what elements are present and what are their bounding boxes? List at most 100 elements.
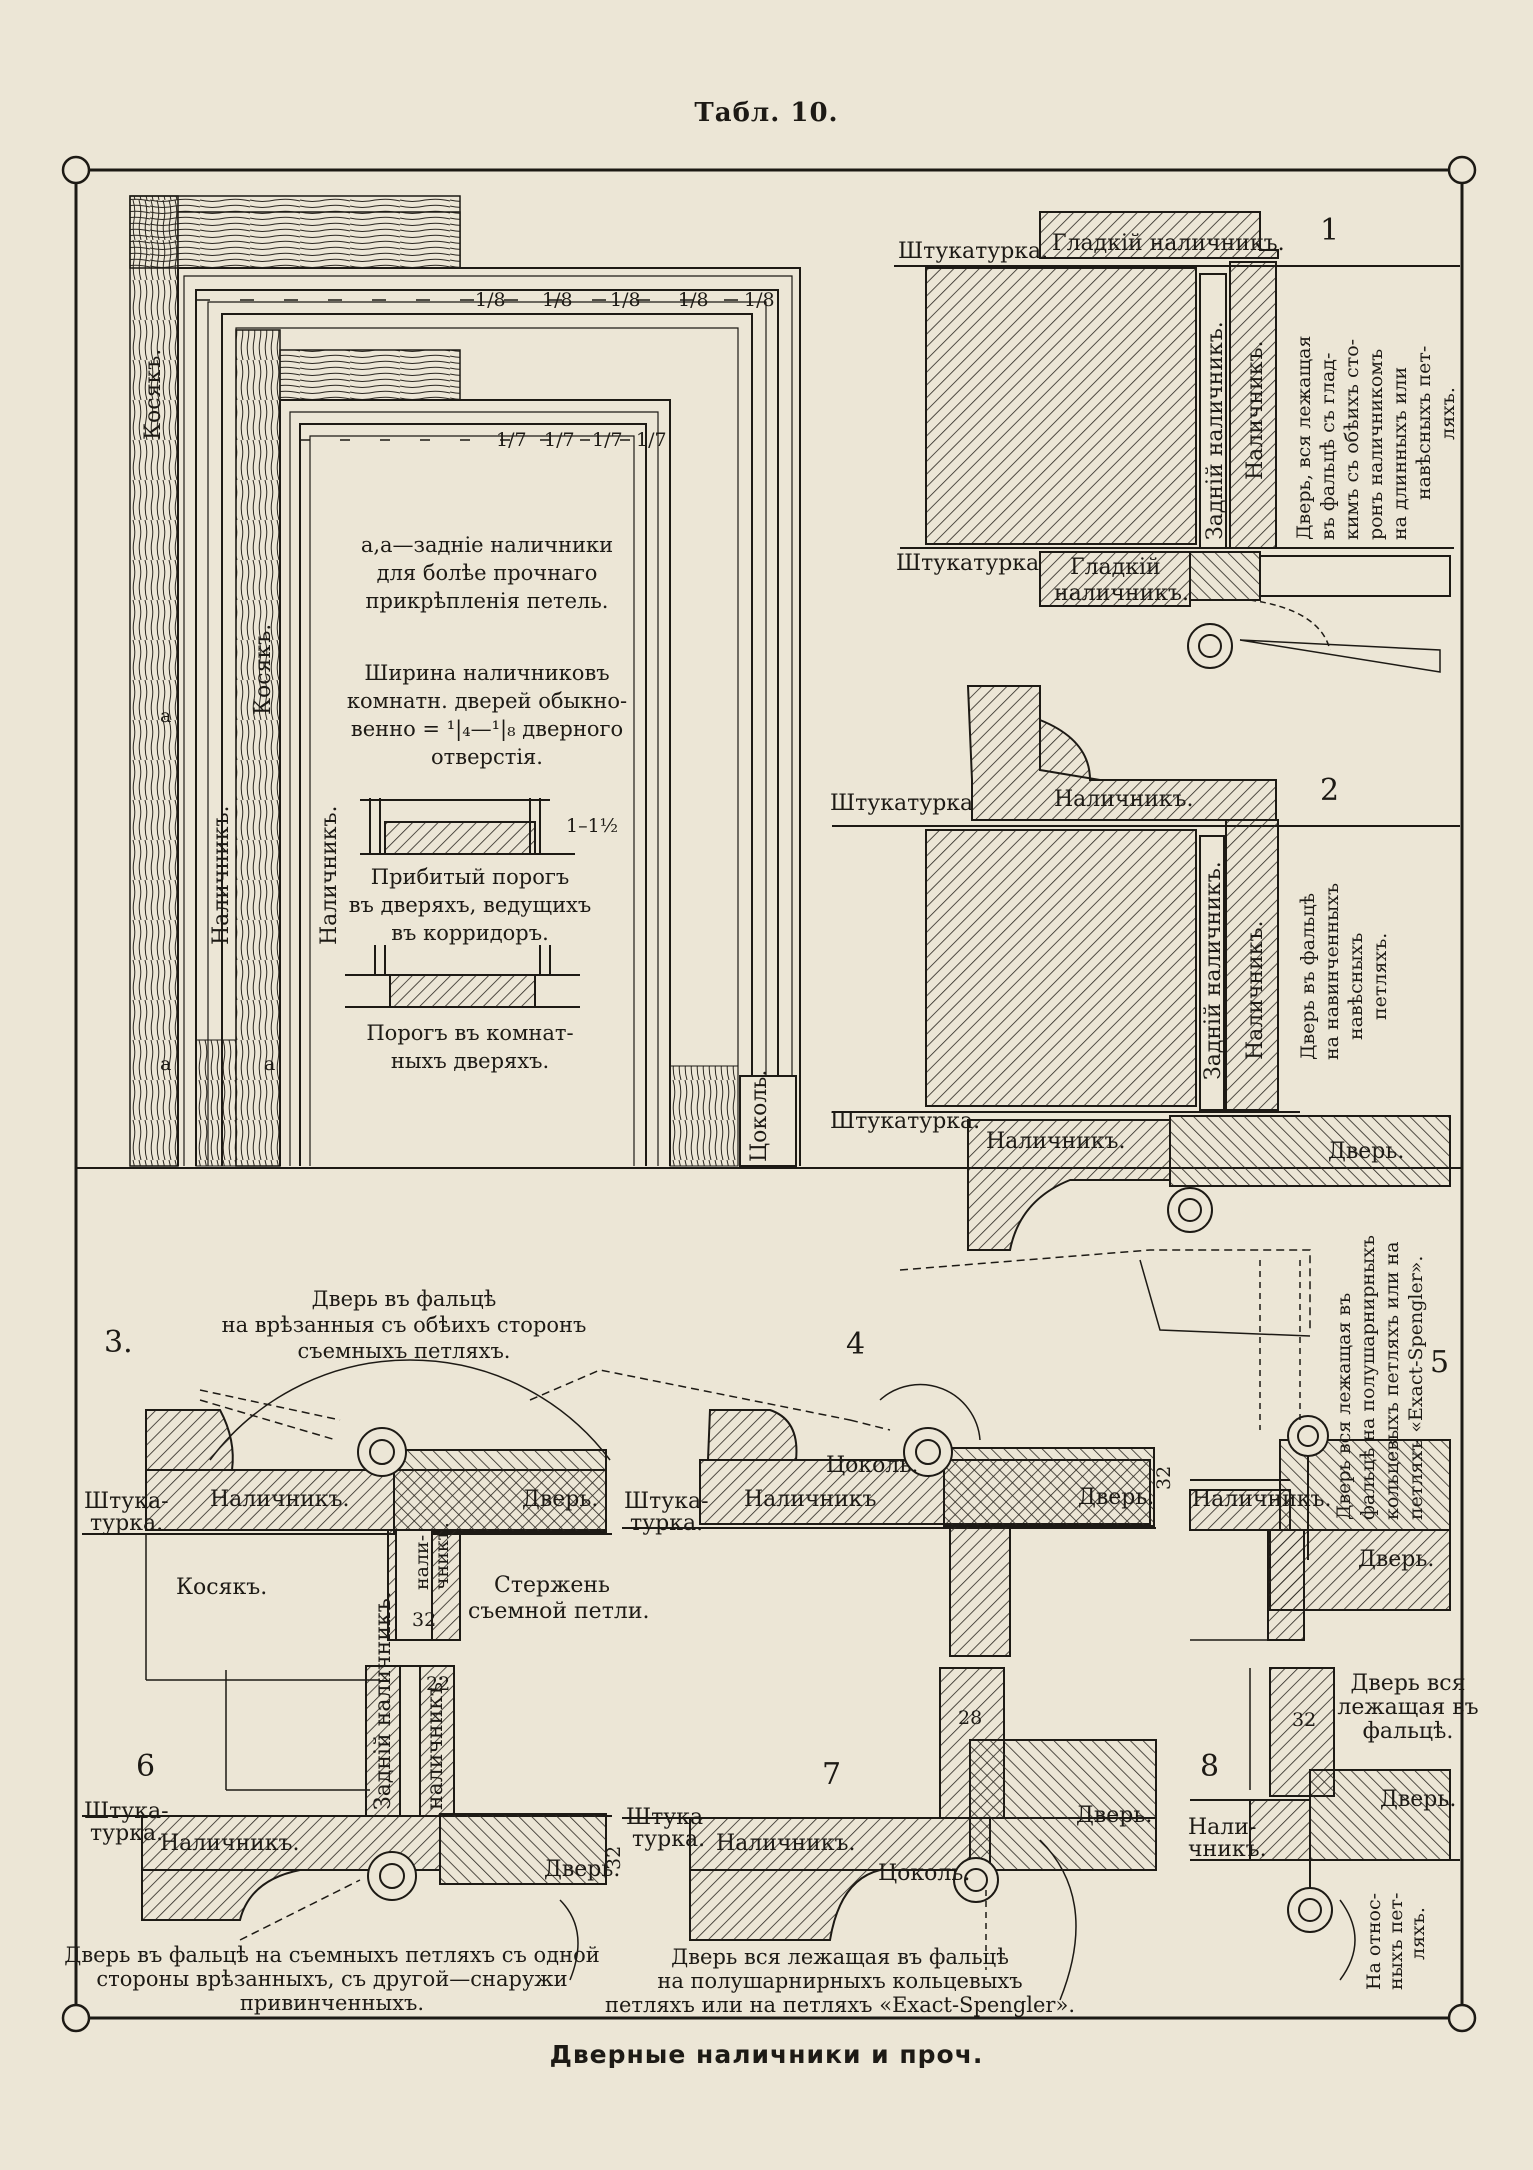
svg-text:фальцѣ на полушарнирныхъ: фальцѣ на полушарнирныхъ xyxy=(1357,1235,1379,1520)
detail-3-door: Дверь. xyxy=(522,1487,598,1512)
svg-text:для болѣе прочнаго: для болѣе прочнаго xyxy=(377,561,598,585)
svg-text:Порогъ въ комнат-: Порогъ въ комнат- xyxy=(366,1021,573,1045)
svg-text:на полушарнирныхъ кольцевыхъ: на полушарнирныхъ кольцевыхъ xyxy=(657,1969,1022,1993)
svg-text:прикрѣпленія петель.: прикрѣпленія петель. xyxy=(366,589,609,613)
detail-8-section xyxy=(1190,1667,1460,1981)
detail-1-section xyxy=(894,211,1460,673)
svg-text:навѣсныхъ пет-: навѣсныхъ пет- xyxy=(1413,346,1435,500)
detail-3-pin: Стержень съемной петли. xyxy=(468,1573,650,1624)
detail-1-caption: Дверь, вся лежащая въ фальцѣ съ глад- ки… xyxy=(1293,336,1459,540)
frame-corner-circle xyxy=(61,155,91,185)
svg-text:комнатн. дверей обыкно-: комнатн. дверей обыкно- xyxy=(347,689,627,713)
svg-text:лежащая въ: лежащая въ xyxy=(1337,1695,1478,1720)
detail-6-plaster: Штука- турка. xyxy=(84,1799,169,1846)
inner-trim-label: Наличникъ. xyxy=(317,805,342,945)
detail-8-trim: Нали- чникъ. xyxy=(1188,1815,1267,1862)
detail-4-plaster: Штука- турка. xyxy=(624,1489,709,1536)
frame-corner-circle xyxy=(1447,2003,1477,2033)
detail-1-number: 1 xyxy=(1320,213,1339,248)
svg-text:Дверь вся лежащая въ фальцѣ: Дверь вся лежащая въ фальцѣ xyxy=(671,1945,1009,1969)
fraction-outer: 1/8 xyxy=(542,289,573,311)
svg-text:петляхъ или на петляхъ «Exact-: петляхъ или на петляхъ «Exact-Spengler». xyxy=(605,1993,1075,2017)
fraction-inner: 1/7 xyxy=(636,429,667,451)
detail-5-caption: Дверь вся лежащая въ фальцѣ на полушарни… xyxy=(1333,1235,1427,1520)
threshold-sketch-1 xyxy=(360,798,575,855)
detail-6-number: 6 xyxy=(136,1749,155,1784)
detail-3-trim-small: нали- чникъ. xyxy=(411,1522,453,1590)
inner-post-label: Косякъ. xyxy=(251,624,276,715)
detail-6-section xyxy=(82,1665,612,1981)
detail-4-number: 4 xyxy=(846,1327,865,1362)
svg-text:Дверь вся лежащая въ: Дверь вся лежащая въ xyxy=(1333,1293,1355,1520)
detail-2-trim: Наличникъ. xyxy=(1243,920,1268,1060)
svg-text:Штука-: Штука- xyxy=(624,1489,709,1514)
svg-text:ляхъ.: ляхъ. xyxy=(1407,1907,1429,1960)
svg-text:отверстія.: отверстія. xyxy=(431,745,543,769)
svg-text:кольцевыхъ петляхъ или на: кольцевыхъ петляхъ или на xyxy=(1381,1241,1403,1520)
svg-text:Ширина наличниковъ: Ширина наличниковъ xyxy=(364,661,609,685)
detail-1-plaster-bottom: Штукатурка xyxy=(896,551,1039,576)
detail-3-section xyxy=(82,1359,612,1681)
detail-5-trim: Наличникъ. xyxy=(1192,1487,1332,1512)
detail-2-back-trim: Задній наличникъ. xyxy=(1201,861,1226,1080)
svg-text:Дверь въ фальцѣ на съемныхъ пе: Дверь въ фальцѣ на съемныхъ петляхъ съ о… xyxy=(64,1943,600,1967)
detail-7-section xyxy=(622,1667,1157,2001)
svg-text:въ дверяхъ, ведущихъ: въ дверяхъ, ведущихъ xyxy=(349,893,592,917)
plinth-label: Цоколь. xyxy=(747,1070,772,1162)
svg-text:турка.: турка. xyxy=(90,1821,163,1846)
note-back-trim: a,a—задніе наличники для болѣе прочнаго … xyxy=(361,533,613,613)
svg-text:ныхъ дверяхъ.: ныхъ дверяхъ. xyxy=(391,1049,549,1073)
svg-text:Штука-: Штука- xyxy=(84,1799,169,1824)
detail-3-post: Косякъ. xyxy=(176,1575,267,1600)
detail-4-dim: 32 xyxy=(1153,1466,1175,1490)
svg-text:Штука-: Штука- xyxy=(626,1805,711,1830)
svg-text:на длинныхъ или: на длинныхъ или xyxy=(1389,367,1411,540)
svg-text:на врѣзанныя съ обѣихъ сторонъ: на врѣзанныя съ обѣихъ сторонъ xyxy=(222,1313,587,1337)
detail-6-dim-top: 22 xyxy=(426,1673,450,1695)
fraction-outer: 1/8 xyxy=(744,289,775,311)
detail-6-back-trim: Задній наличникъ. xyxy=(371,1591,396,1810)
caption-threshold-room: Порогъ въ комнат- ныхъ дверяхъ. xyxy=(366,1021,573,1073)
note-trim-width: Ширина наличниковъ комнатн. дверей обыкн… xyxy=(347,661,627,769)
detail-3-dim: 32 xyxy=(412,1609,436,1631)
fraction-inner: 1/7 xyxy=(592,429,623,451)
svg-text:привинченныхъ.: привинченныхъ. xyxy=(240,1991,424,2015)
outer-trim-label: Наличникъ. xyxy=(209,805,234,945)
svg-text:ныхъ пет-: ныхъ пет- xyxy=(1385,1893,1407,1990)
detail-5-number: 5 xyxy=(1430,1345,1449,1380)
svg-text:нали-: нали- xyxy=(411,1535,433,1590)
detail-4-section xyxy=(529,1369,1156,1657)
detail-2-trim-top: Наличникъ. xyxy=(1054,787,1194,812)
detail-8-dim: 32 xyxy=(1292,1709,1316,1731)
marker-a: a xyxy=(264,1053,275,1075)
detail-6-caption: Дверь въ фальцѣ на съемныхъ петляхъ съ о… xyxy=(64,1943,600,2015)
svg-text:Дверь, вся лежащая: Дверь, вся лежащая xyxy=(1293,336,1315,540)
svg-text:Гладкій: Гладкій xyxy=(1070,555,1161,580)
plate-frame xyxy=(61,155,1477,2033)
detail-2-plaster-bottom: Штукатурка. xyxy=(830,1109,980,1134)
svg-text:на навинченныхъ: на навинченныхъ xyxy=(1321,883,1343,1060)
detail-2-caption: Дверь въ фальцѣ на навинченныхъ навѣсных… xyxy=(1297,883,1391,1060)
detail-8-caption-top: Дверь вся лежащая въ фальцѣ. xyxy=(1337,1671,1478,1744)
svg-text:венно = ¹|₄—¹|₈ дверного: венно = ¹|₄—¹|₈ дверного xyxy=(351,717,623,742)
detail-3-plaster: Штука- турка. xyxy=(84,1489,169,1536)
svg-text:a,a—задніе наличники: a,a—задніе наличники xyxy=(361,533,613,557)
svg-text:Прибитый порогъ: Прибитый порогъ xyxy=(371,865,570,889)
detail-8-door: Дверь. xyxy=(1380,1787,1456,1812)
detail-7-plaster: Штука- турка. xyxy=(626,1805,711,1852)
svg-text:петляхъ.: петляхъ. xyxy=(1369,933,1391,1020)
svg-text:турка.: турка. xyxy=(90,1511,163,1536)
detail-3-trim: Наличникъ. xyxy=(210,1487,350,1512)
svg-text:Дверь въ фальцѣ: Дверь въ фальцѣ xyxy=(1297,893,1319,1060)
detail-3-number: 3. xyxy=(104,1325,133,1360)
svg-text:съемной петли.: съемной петли. xyxy=(468,1599,650,1624)
svg-text:ронъ наличникомъ: ронъ наличникомъ xyxy=(1365,349,1387,540)
svg-text:Дверь вся: Дверь вся xyxy=(1351,1671,1466,1696)
marker-a: a xyxy=(160,705,171,727)
detail-7-number: 7 xyxy=(822,1757,841,1792)
marker-a: a xyxy=(160,1053,171,1075)
caption-threshold-nailed: Прибитый порогъ въ дверяхъ, ведущихъ въ … xyxy=(349,865,592,945)
detail-6-trim: Наличникъ. xyxy=(160,1831,300,1856)
svg-text:стороны врѣзанныхъ, съ другой—: стороны врѣзанныхъ, съ другой—снаружи xyxy=(96,1967,567,1991)
